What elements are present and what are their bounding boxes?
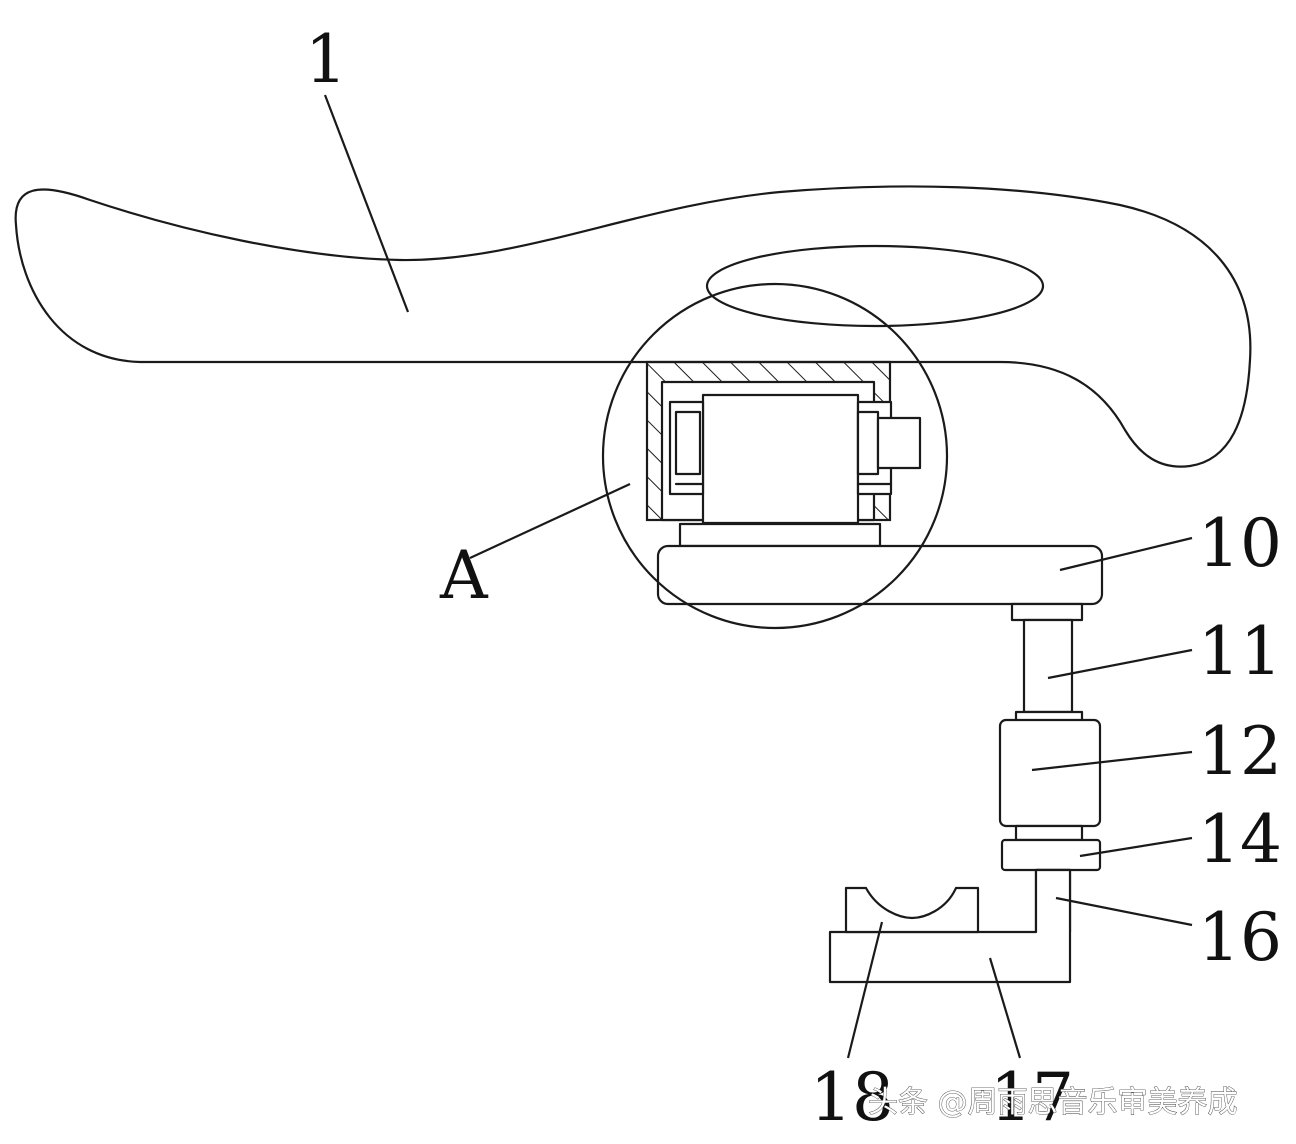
seat-body (14, 185, 1252, 468)
leader-10 (1059, 536, 1193, 572)
motor-block (701, 393, 860, 525)
left-bearing-inner (674, 410, 702, 476)
leader-18 (846, 921, 884, 1059)
label-A: A (439, 537, 489, 614)
column-cap (1010, 602, 1084, 622)
label-12: 12 (1198, 713, 1282, 790)
seat-ellipse (705, 244, 1045, 328)
leader-16 (1055, 896, 1193, 927)
cylinder-12 (998, 718, 1102, 828)
leader-11 (1047, 648, 1193, 680)
foot-base-17 (828, 868, 1072, 984)
leader-17 (988, 957, 1022, 1059)
motor-base (678, 522, 882, 548)
right-bearing-inner (856, 410, 880, 476)
label-17: 17 (990, 1059, 1074, 1136)
label-10: 10 (1198, 505, 1282, 582)
label-11: 11 (1198, 613, 1282, 690)
leader-1 (323, 94, 410, 313)
label-1: 1 (305, 21, 347, 98)
cradle-18-shape (844, 886, 980, 934)
detail-circle-A (601, 282, 949, 630)
label-14: 14 (1198, 801, 1282, 878)
leader-12 (1031, 750, 1193, 772)
cylinder-collar (1014, 824, 1084, 842)
shaft-stub (876, 416, 922, 470)
arm-10 (656, 544, 1104, 606)
label-18: 18 (810, 1059, 894, 1136)
rod-11 (1022, 618, 1074, 714)
label-16: 16 (1198, 899, 1282, 976)
watermark: 头条 @周雨思音乐审美养成 (868, 1085, 1238, 1120)
leader-A (469, 483, 631, 559)
leader-14 (1079, 836, 1193, 858)
